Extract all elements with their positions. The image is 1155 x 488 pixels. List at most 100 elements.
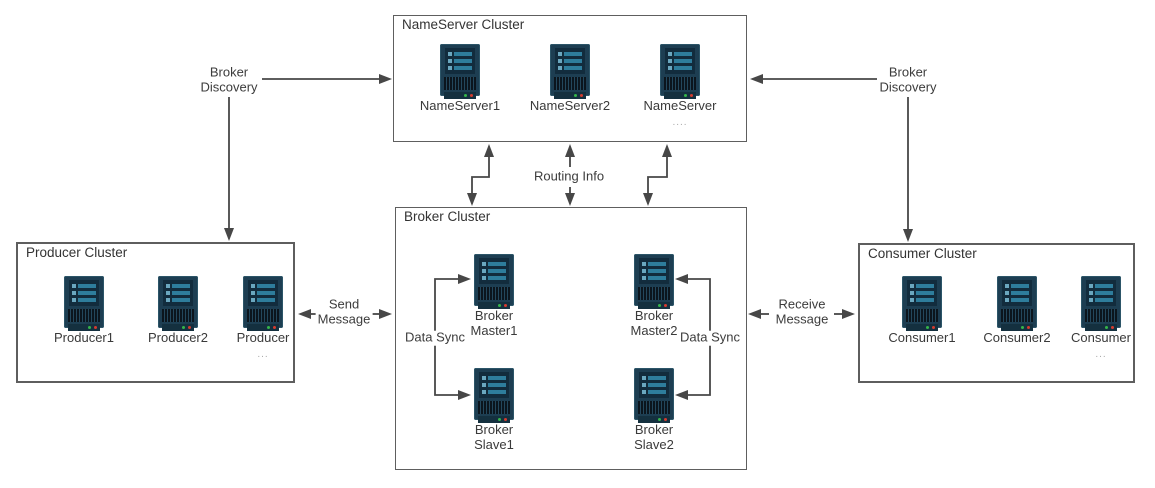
edge-label-data-sync-right: Data Sync [678,329,742,346]
server-icon [474,368,514,423]
node-label: Consumer [1071,330,1131,345]
led-red [188,326,191,329]
server-icon [158,276,198,331]
led-green [658,418,661,421]
server-vent [664,77,696,90]
led-red [273,326,276,329]
node-label: NameServer2 [529,98,611,113]
server-vent [1001,309,1033,322]
led-green [498,418,501,421]
consumer-cluster-title: Consumer Cluster [868,246,977,261]
server-icon [474,254,514,309]
server-icon [243,276,283,331]
producer-cluster-title: Producer Cluster [26,245,128,260]
node-broker-slave2: Broker Slave2 [606,368,702,452]
edge-label-data-sync-left: Data Sync [403,329,467,346]
ellipsis: ... [1095,348,1107,360]
server-base [478,416,510,423]
server-screen [69,280,99,306]
server-vent [906,309,938,322]
node-consumer2: Consumer2 [969,276,1065,346]
server-screen [1086,280,1116,306]
led-green [464,94,467,97]
led-green [182,326,185,329]
led-green [658,304,661,307]
led-green [1021,326,1024,329]
led-red [664,304,667,307]
led-green [1105,326,1108,329]
edge-label-receive-message: Receive Message [773,296,831,327]
nameserver-cluster-title: NameServer Cluster [402,17,525,32]
server-base [1001,324,1033,331]
server-icon [660,44,700,99]
server-base [638,302,670,309]
server-icon [634,368,674,423]
server-vent [638,401,670,414]
ellipsis: ... [257,348,269,360]
server-vent [1085,309,1117,322]
led-red [690,94,693,97]
server-vent [478,401,510,414]
server-screen [665,48,695,74]
node-nameserver2: NameServer2 [522,44,618,114]
server-vent [638,287,670,300]
edge-label-send-message: Send Message [315,296,373,327]
server-icon [634,254,674,309]
node-label: Producer2 [148,330,208,345]
server-base [1085,324,1117,331]
led-green [574,94,577,97]
server-screen [445,48,475,74]
server-screen [639,258,669,284]
led-green [267,326,270,329]
node-broker-slave1: Broker Slave1 [446,368,542,452]
node-label: NameServer [643,98,717,113]
server-screen [639,372,669,398]
server-base [664,92,696,99]
server-vent [444,77,476,90]
led-red [94,326,97,329]
node-label: Broker Slave1 [474,422,514,452]
edge-label-broker-discovery-left: Broker Discovery [198,64,260,95]
led-green [498,304,501,307]
node-producer1: Producer1 [36,276,132,346]
server-vent [247,309,279,322]
node-consumer-n: Consumer ... [1053,276,1149,360]
node-broker-master1: Broker Master1 [446,254,542,338]
server-base [638,416,670,423]
node-broker-master2: Broker Master2 [606,254,702,338]
node-nameserver1: NameServer1 [412,44,508,114]
led-red [580,94,583,97]
server-screen [479,372,509,398]
server-vent [478,287,510,300]
node-consumer1: Consumer1 [874,276,970,346]
server-icon [902,276,942,331]
server-icon [64,276,104,331]
server-screen [907,280,937,306]
node-label: Broker Master2 [630,308,678,338]
ellipsis: .... [672,116,688,128]
server-screen [1002,280,1032,306]
server-base [444,92,476,99]
node-nameserver-n: NameServer .... [632,44,728,128]
server-base [68,324,100,331]
node-label: Consumer1 [888,330,956,345]
server-icon [997,276,1037,331]
node-label: Producer1 [54,330,114,345]
server-vent [162,309,194,322]
led-red [504,304,507,307]
edge-label-broker-discovery-right: Broker Discovery [877,64,939,95]
node-label: Broker Master1 [470,308,518,338]
edge-label-routing-info: Routing Info [531,168,607,185]
led-red [470,94,473,97]
node-label: Producer [236,330,290,345]
server-base [478,302,510,309]
server-icon [1081,276,1121,331]
node-producer-n: Producer ... [215,276,311,360]
server-screen [479,258,509,284]
server-screen [248,280,278,306]
led-green [88,326,91,329]
led-red [504,418,507,421]
node-label: Consumer2 [983,330,1051,345]
server-vent [68,309,100,322]
